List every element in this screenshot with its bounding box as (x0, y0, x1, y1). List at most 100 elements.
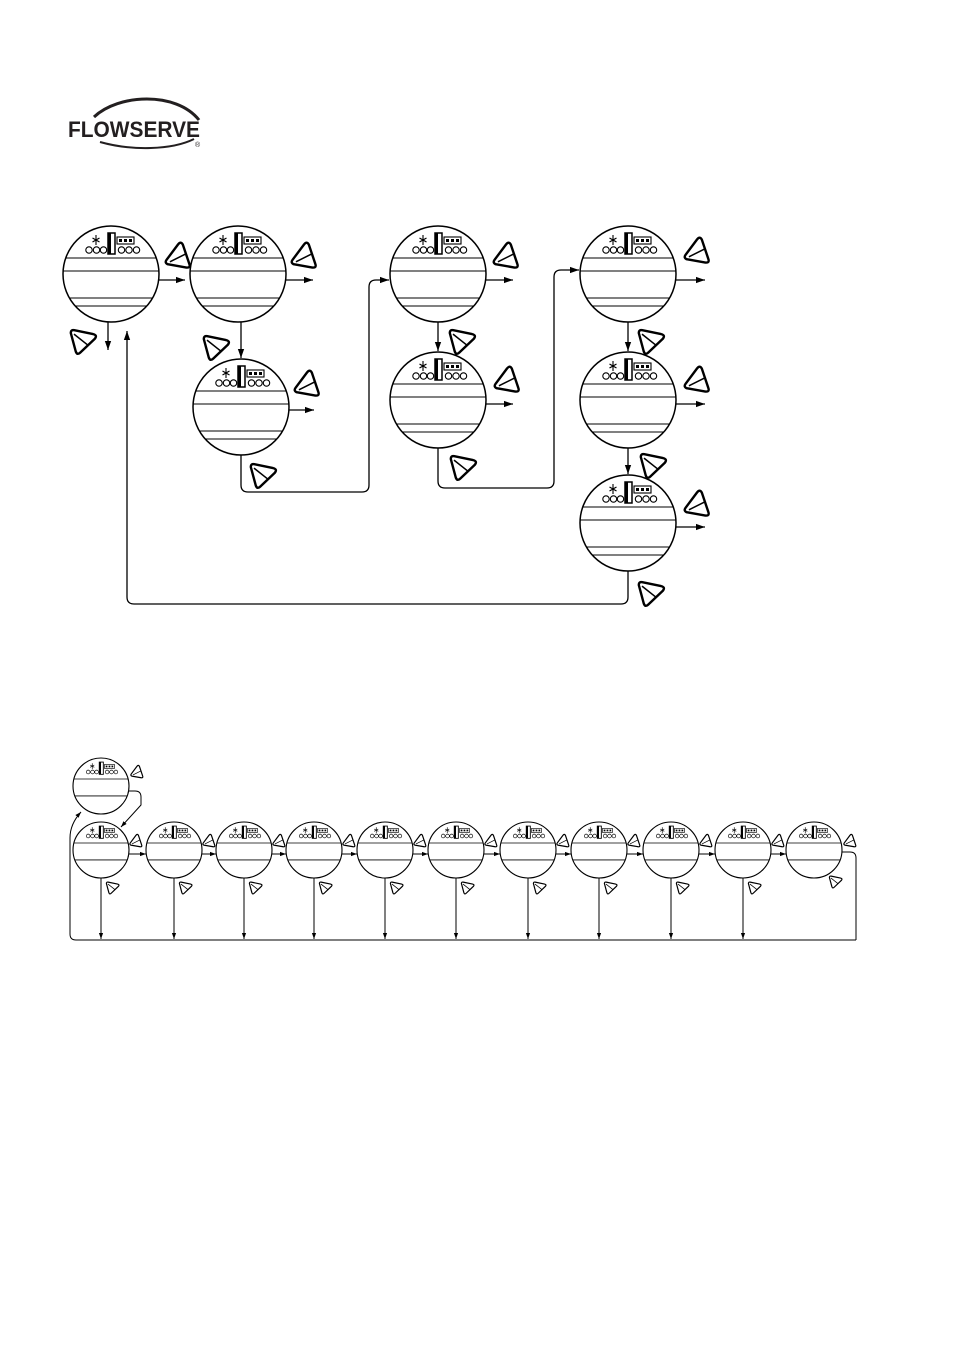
indicator-light-icon (521, 833, 526, 839)
indicator-light-icon (104, 833, 110, 839)
position-bar-fill (435, 359, 438, 380)
key-icon (389, 881, 404, 895)
display-status-icons (512, 825, 546, 839)
logo-swoosh-lower (99, 138, 195, 149)
status-box-segment (824, 829, 827, 832)
flowserve-logo: FLOWSERVE ® (68, 97, 201, 149)
indicator-light-icon (468, 833, 474, 839)
indicator-light-icon (419, 246, 428, 254)
indicator-light-icon (397, 833, 403, 839)
key-ridge (132, 770, 142, 776)
status-box-segment (681, 829, 684, 832)
indicator-light-icon (602, 833, 608, 839)
key-icon (532, 881, 547, 895)
indicator-light-icon (113, 769, 119, 775)
indicator-light-icon (649, 246, 658, 254)
status-box-segment (254, 829, 257, 832)
asterisk-icon (374, 827, 379, 834)
position-bar-fill (99, 826, 101, 839)
display-status-icons (298, 825, 332, 839)
indicator-light-icon (163, 833, 168, 839)
key-ridge (641, 333, 657, 346)
indicator-light-icon (649, 495, 658, 503)
indicator-light-icon (642, 495, 650, 503)
indicator-light-icon (167, 833, 172, 839)
display-screen (356, 821, 414, 879)
key-icon (627, 833, 641, 848)
display-screen (72, 757, 130, 815)
key-ridge (169, 253, 187, 263)
indicator-light-icon (444, 246, 453, 254)
key-ridge (688, 501, 706, 511)
key-ridge (107, 883, 116, 890)
display-status-icons (727, 825, 761, 839)
indicator-light-icon (459, 833, 465, 839)
key-icon (342, 833, 356, 848)
key-icon (556, 833, 570, 848)
status-box-segment (251, 829, 254, 832)
key-ridge (131, 839, 141, 845)
status-box-segment (395, 829, 398, 832)
status-box-segment (636, 488, 639, 491)
status-box-segment (105, 765, 108, 768)
display-status-icons (602, 232, 658, 255)
indicator-light-icon (727, 833, 733, 839)
key-ridge (830, 877, 839, 884)
indicator-light-icon (655, 833, 661, 839)
display-screen (714, 821, 772, 879)
indicator-light-icon (822, 833, 827, 839)
indicator-light-icon (109, 769, 114, 775)
key-ridge (498, 377, 516, 387)
status-box-segment (603, 829, 606, 832)
flow-arrow (437, 266, 579, 489)
indicator-light-icon (634, 495, 643, 503)
display-status-icons (602, 358, 658, 381)
key-ridge (253, 467, 269, 480)
key-icon (675, 881, 690, 895)
status-box-segment (105, 829, 108, 832)
key-ridge (701, 839, 711, 845)
key-ridge (462, 883, 471, 890)
position-bar-fill (312, 826, 314, 839)
key-icon (249, 462, 278, 490)
logo-registered-mark: ® (195, 141, 201, 149)
key-icon (69, 328, 98, 356)
asterisk-icon (445, 827, 450, 834)
position-bar-fill (812, 826, 814, 839)
indicator-light-icon (307, 833, 312, 839)
indicator-light-icon (104, 769, 110, 775)
display-status-icons (412, 358, 468, 381)
status-box-segment (108, 829, 111, 832)
indicator-light-icon (531, 833, 537, 839)
status-box-segment (463, 829, 466, 832)
display-screen (499, 821, 557, 879)
status-box-segment (753, 829, 756, 832)
key-icon (164, 241, 191, 269)
key-ridge (344, 839, 354, 845)
key-icon (828, 875, 843, 889)
status-box-segment (535, 829, 538, 832)
status-box-segment (678, 829, 681, 832)
status-box-segment (446, 365, 449, 368)
indicator-light-icon (94, 769, 99, 775)
key-icon (449, 454, 478, 482)
indicator-light-icon (609, 372, 618, 380)
key-icon (843, 833, 857, 848)
display-screen (389, 225, 487, 323)
status-box-segment (446, 239, 449, 242)
position-bar-fill (242, 826, 244, 839)
status-box-segment (324, 829, 327, 832)
status-box-segment (538, 829, 541, 832)
key-ridge (688, 377, 706, 387)
display-status-icons (583, 825, 617, 839)
status-box-segment (641, 239, 644, 242)
position-bar-fill (235, 233, 238, 254)
status-box-segment (646, 365, 649, 368)
key-ridge (629, 839, 639, 845)
status-box-segment (675, 829, 678, 832)
indicator-light-icon (298, 833, 304, 839)
display-status-icons (212, 232, 268, 255)
indicator-light-icon (592, 833, 597, 839)
display-screen (579, 351, 677, 449)
indicator-light-icon (746, 833, 752, 839)
